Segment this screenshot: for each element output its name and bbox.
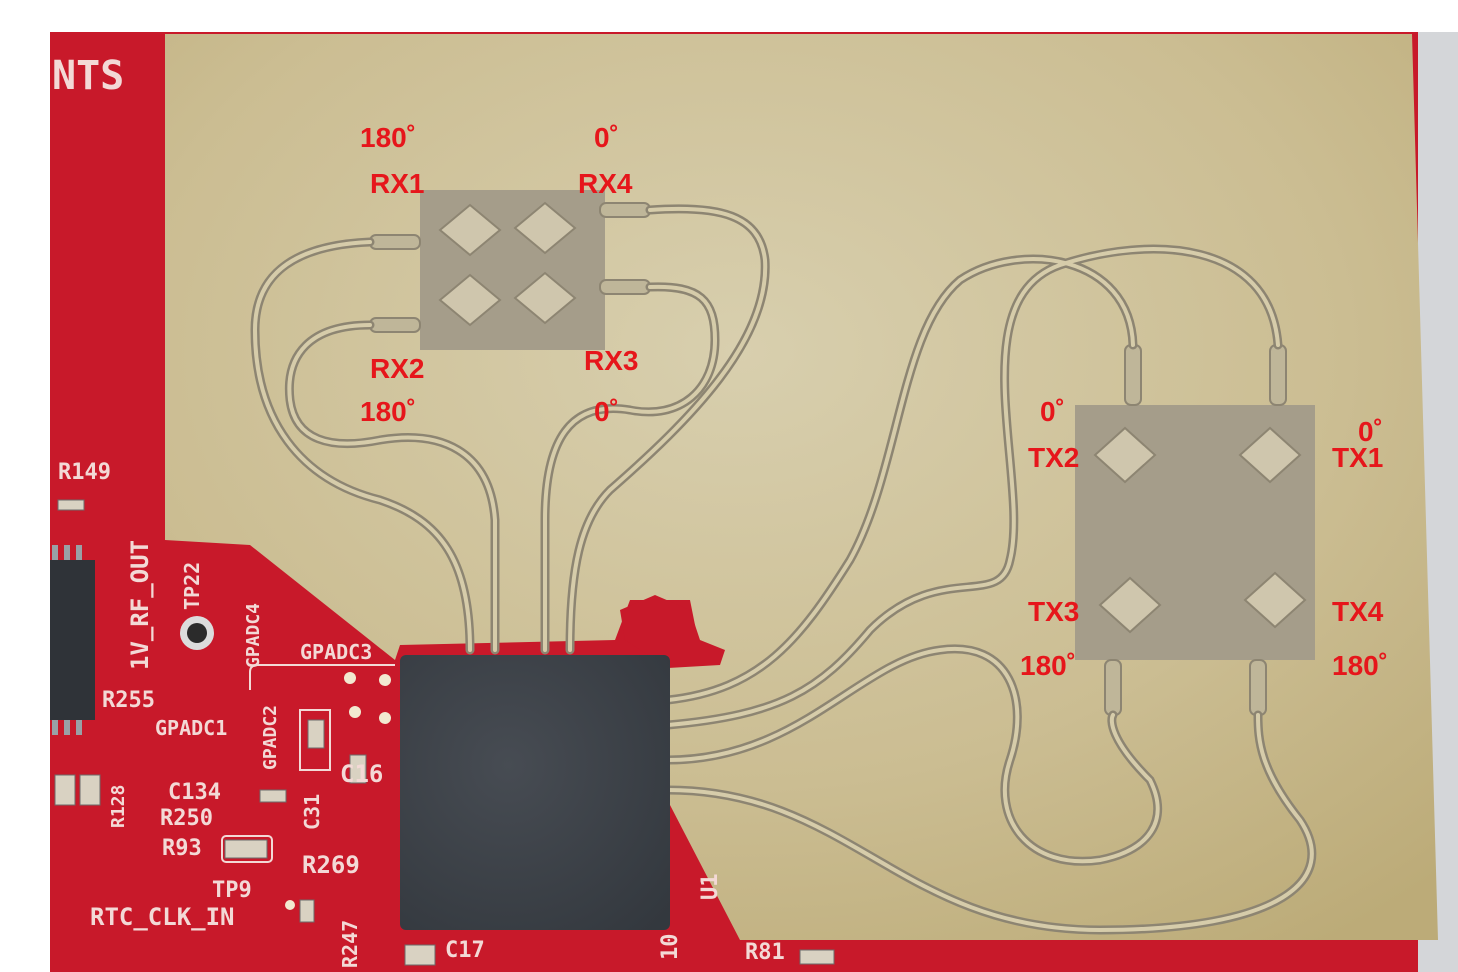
silk-r247: R247 (338, 919, 362, 968)
silk-gpadc1: GPADC1 (155, 716, 228, 740)
rx3-label: RX3 (584, 345, 639, 376)
rx1-phase-label: 180˚ (360, 122, 417, 153)
silk-10: 10 (658, 933, 683, 961)
silk-gpadc4: GPADC4 (243, 602, 264, 668)
tx-antenna-array (1075, 344, 1315, 716)
silk-c134: C134 (168, 780, 221, 805)
rx3-phase-label: 0˚ (594, 396, 619, 427)
silk-gpadc2: GPADC2 (260, 704, 281, 770)
tx1-phase-label: 0˚ (1358, 416, 1383, 447)
rx-antenna-array (369, 190, 651, 350)
silk-c16: C16 (340, 760, 384, 788)
silk-r81: R81 (745, 940, 785, 965)
silk-tp22: TP22 (180, 561, 204, 610)
radar-chip (400, 655, 670, 930)
smd-components (54, 499, 835, 966)
rx4-label: RX4 (578, 168, 633, 199)
silk-r250: R250 (160, 806, 213, 831)
silk-r269: R269 (302, 851, 360, 879)
tx2-label: TX2 (1028, 442, 1080, 473)
silk-rtc-clk-in: RTC_CLK_IN (90, 903, 235, 931)
silk-rf-out: 1V_RF_OUT (126, 539, 154, 670)
silk-r255: R255 (102, 688, 155, 713)
rx2-label: RX2 (370, 353, 425, 384)
silk-r149: R149 (58, 460, 111, 485)
silk-gpadc3: GPADC3 (300, 640, 373, 664)
tx4-label: TX4 (1332, 596, 1384, 627)
silk-tp9: TP9 (212, 878, 252, 903)
tx3-phase-label: 180˚ (1020, 650, 1077, 681)
tx1-label: TX1 (1332, 442, 1384, 473)
left-ic (50, 560, 95, 720)
tx4-phase-label: 180˚ (1332, 650, 1389, 681)
silk-c17: C17 (445, 938, 485, 963)
silk-u1: U1 (698, 873, 723, 901)
tx2-phase-label: 0˚ (1040, 396, 1065, 427)
rx2-phase-label: 180˚ (360, 396, 417, 427)
silk-r128: R128 (108, 784, 129, 828)
rx4-phase-label: 0˚ (594, 122, 619, 153)
rx1-label: RX1 (370, 168, 425, 199)
test-point (180, 616, 214, 650)
silk-nts: NTS (52, 53, 125, 99)
tx3-label: TX3 (1028, 596, 1080, 627)
pcb-patch (620, 595, 725, 668)
silk-c31: C31 (300, 793, 324, 830)
silk-r93: R93 (162, 836, 202, 861)
